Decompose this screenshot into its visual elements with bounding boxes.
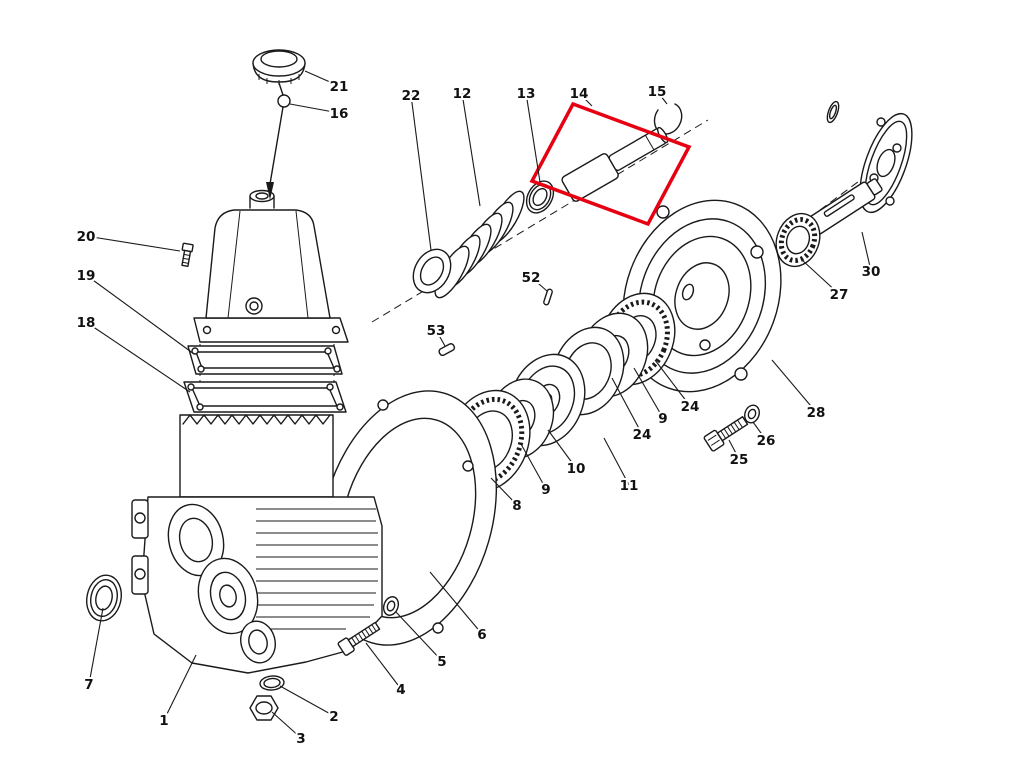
part-label-19-8: 19 (77, 268, 96, 284)
part-label-15-6: 15 (648, 84, 667, 100)
gasket-upper (187, 345, 343, 375)
leader-line-9-22 (520, 443, 547, 490)
output-shaft (808, 178, 883, 235)
cover-screw (181, 242, 194, 267)
part-label-26-18: 26 (757, 433, 776, 449)
circlip (653, 103, 683, 135)
part-label-27-12: 27 (830, 287, 849, 303)
part-label-6-24: 6 (477, 627, 486, 643)
part-label-30-13: 30 (862, 264, 881, 280)
leader-line-53-11 (435, 329, 446, 347)
bolt-washer (382, 596, 400, 616)
leader-line-24-15 (654, 359, 691, 407)
tank-cover (193, 189, 349, 343)
ball-bearing (775, 212, 821, 268)
part-label-24-17: 24 (633, 427, 652, 443)
leader-line-10-20 (547, 429, 577, 469)
pin (543, 288, 553, 306)
output-flange (859, 112, 913, 214)
leader-line-30-13 (861, 231, 872, 272)
leader-line-21-0 (304, 70, 340, 87)
part-label-13-4: 13 (517, 86, 536, 102)
pump-housing (131, 414, 383, 674)
part-label-3-30: 3 (296, 731, 305, 747)
part-label-22-2: 22 (402, 88, 421, 104)
leader-line-8-23 (490, 477, 518, 506)
part-label-8-23: 8 (512, 498, 521, 514)
leader-line-5-25 (395, 611, 443, 662)
oil-cap (252, 49, 306, 85)
leader-line-14-5 (578, 92, 593, 107)
leader-line-20-7 (85, 235, 181, 252)
oil-seal (85, 574, 123, 622)
part-label-9-16: 9 (658, 411, 667, 427)
flange-washer (744, 404, 760, 424)
leader-line-3-30 (271, 711, 302, 739)
leader-line-52-10 (530, 276, 548, 292)
part-label-16-1: 16 (330, 106, 349, 122)
housing-bolt (337, 621, 381, 656)
leader-line-28-14 (771, 359, 817, 413)
leader-line-7-27 (88, 607, 104, 685)
leader-line-4-26 (365, 642, 402, 690)
part-label-20-7: 20 (77, 229, 96, 245)
shaft-washer (525, 180, 555, 214)
small-ring (826, 100, 840, 124)
flange-bolt (703, 416, 749, 452)
pump-shaft (561, 126, 669, 202)
leader-line-15-6 (656, 90, 668, 105)
part-label-28-14: 28 (807, 405, 826, 421)
leader-line-13-4 (525, 92, 541, 183)
part-label-14-5: 14 (570, 86, 589, 102)
leader-line-22-2 (410, 94, 432, 251)
leader-line-27-12 (801, 259, 840, 295)
part-label-12-3: 12 (453, 86, 472, 102)
key (438, 343, 456, 357)
part-label-9-22: 9 (541, 482, 550, 498)
drain-plug-nut (249, 695, 279, 721)
o-ring (412, 248, 452, 294)
part-label-18-9: 18 (77, 315, 96, 331)
leader-line-16-1 (289, 103, 340, 114)
leader-line-26-18 (752, 421, 767, 441)
leader-line-1-28 (163, 654, 197, 721)
part-label-25-19: 25 (730, 452, 749, 468)
part-label-24-15: 24 (681, 399, 700, 415)
leader-line-11-21 (603, 437, 630, 486)
leader-line-25-19 (728, 439, 740, 460)
part-label-2-29: 2 (329, 709, 338, 725)
leader-line-9-16 (633, 367, 664, 419)
part-label-10-20: 10 (567, 461, 586, 477)
leader-line-19-8 (85, 274, 195, 355)
leader-line-18-9 (85, 321, 191, 393)
drain-ring (259, 675, 285, 691)
part-label-1-28: 1 (159, 713, 168, 729)
leader-line-6-24 (429, 571, 483, 635)
highlight-box-part-14[interactable] (529, 101, 692, 227)
part-label-11-21: 11 (620, 478, 639, 494)
leader-line-12-3 (461, 92, 481, 207)
part-label-21-0: 21 (330, 79, 349, 95)
gasket-lower (183, 381, 347, 413)
part-label-7-27: 7 (84, 677, 93, 693)
part-label-52-10: 52 (522, 270, 541, 286)
part-label-53-11: 53 (427, 323, 446, 339)
dipstick (266, 82, 291, 200)
part-label-5-25: 5 (437, 654, 446, 670)
part-label-4-26: 4 (396, 682, 405, 698)
leader-line-2-29 (279, 685, 335, 717)
leader-line-24-17 (611, 377, 643, 435)
